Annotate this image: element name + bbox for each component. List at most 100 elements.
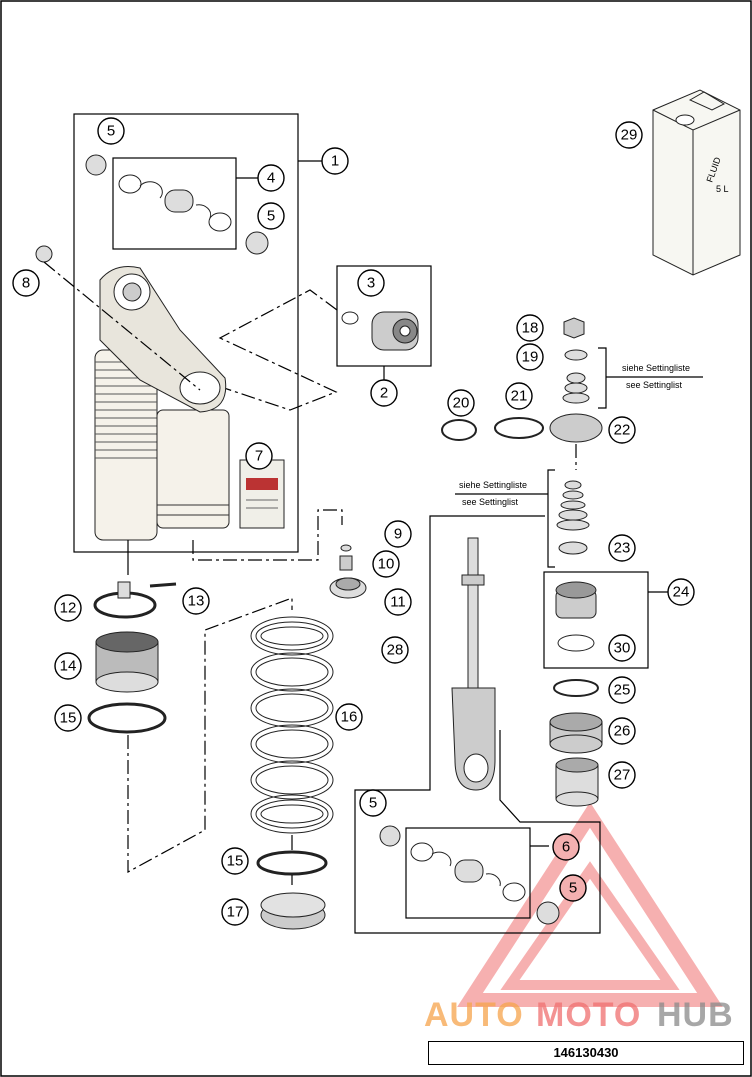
svg-text:16: 16 — [341, 709, 358, 726]
callout-4[interactable]: 4 — [257, 164, 285, 192]
svg-text:2: 2 — [380, 385, 388, 402]
svg-text:15: 15 — [227, 853, 244, 870]
callout-16[interactable]: 16 — [335, 703, 363, 731]
callout-28[interactable]: 28 — [381, 636, 409, 664]
svg-text:20: 20 — [453, 395, 470, 412]
callout-20[interactable]: 20 — [447, 389, 475, 417]
bushing-parts-group-4 — [85, 154, 269, 255]
callout-6[interactable]: 6 — [552, 833, 580, 861]
svg-text:5: 5 — [369, 795, 377, 812]
svg-text:15: 15 — [60, 710, 77, 727]
shock-absorber-body — [94, 266, 230, 541]
callout-12[interactable]: 12 — [54, 594, 82, 622]
svg-text:AUTO: AUTO — [424, 996, 524, 1034]
callout-17[interactable]: 17 — [221, 898, 249, 926]
callout-29[interactable]: 29 — [615, 121, 643, 149]
callout-30[interactable]: 30 — [608, 634, 636, 662]
callout-21[interactable]: 21 — [505, 382, 533, 410]
callout-15a[interactable]: 15 — [54, 704, 82, 732]
callout-22[interactable]: 22 — [608, 416, 636, 444]
svg-text:29: 29 — [621, 127, 638, 144]
callout-11[interactable]: 11 — [384, 588, 412, 616]
valve-parts-9-11 — [329, 544, 367, 599]
callout-5b[interactable]: 5 — [257, 202, 285, 230]
svg-text:22: 22 — [614, 422, 631, 439]
watermark-triangle — [457, 802, 723, 1007]
svg-text:23: 23 — [614, 540, 631, 557]
callout-19[interactable]: 19 — [516, 343, 544, 371]
svg-text:12: 12 — [60, 600, 77, 617]
svg-text:HUB: HUB — [657, 996, 734, 1034]
callout-5d[interactable]: 5 — [559, 874, 587, 902]
bushing-parts-group-6 — [379, 825, 560, 925]
top-out-parts-18-22 — [441, 317, 603, 443]
group-box-1 — [73, 113, 299, 553]
sticker-label — [239, 459, 285, 529]
watermark-text: AUTO MOTO HUB — [424, 996, 734, 1034]
svg-text:MOTO: MOTO — [536, 996, 641, 1034]
callout-15b[interactable]: 15 — [221, 847, 249, 875]
svg-text:7: 7 — [255, 448, 263, 465]
svg-text:26: 26 — [614, 723, 631, 740]
callout-5c[interactable]: 5 — [359, 789, 387, 817]
coil-spring — [255, 621, 329, 829]
svg-text:5: 5 — [107, 123, 115, 140]
svg-text:28: 28 — [387, 642, 404, 659]
svg-text:21: 21 — [511, 388, 528, 405]
callout-10[interactable]: 10 — [372, 550, 400, 578]
adjuster-part-3 — [341, 311, 419, 351]
callout-25[interactable]: 25 — [608, 676, 636, 704]
setting-note-de-2: siehe Settingliste — [459, 480, 527, 490]
callout-18[interactable]: 18 — [516, 314, 544, 342]
group-box-24 — [543, 571, 649, 669]
svg-text:9: 9 — [394, 526, 402, 543]
spring-seat-ring — [256, 850, 328, 876]
svg-text:24: 24 — [673, 584, 690, 601]
callout-2[interactable]: 2 — [370, 379, 398, 407]
drawing-number: 146130430 — [428, 1041, 744, 1065]
svg-text:6: 6 — [562, 839, 570, 856]
setting-note-en-1: see Settinglist — [626, 380, 683, 390]
svg-text:18: 18 — [522, 320, 539, 337]
svg-text:8: 8 — [22, 275, 30, 292]
callout-8[interactable]: 8 — [12, 269, 40, 297]
callout-9[interactable]: 9 — [384, 520, 412, 548]
svg-text:30: 30 — [614, 640, 631, 657]
callout-23[interactable]: 23 — [608, 534, 636, 562]
svg-text:10: 10 — [378, 556, 395, 573]
svg-text:27: 27 — [614, 767, 631, 784]
svg-text:3: 3 — [367, 275, 375, 292]
setting-note-de-1: siehe Settingliste — [622, 363, 690, 373]
callout-13[interactable]: 13 — [182, 587, 210, 615]
callout-26[interactable]: 26 — [608, 717, 636, 745]
svg-text:1: 1 — [331, 153, 339, 170]
callout-7[interactable]: 7 — [245, 442, 273, 470]
part-8-bushing — [35, 245, 53, 263]
svg-text:5: 5 — [569, 880, 577, 897]
piston-assembly — [555, 581, 597, 652]
svg-text:13: 13 — [188, 593, 205, 610]
svg-text:14: 14 — [60, 658, 77, 675]
callout-24[interactable]: 24 — [667, 578, 695, 606]
svg-text:5: 5 — [267, 208, 275, 225]
piston-rod-clevis — [451, 537, 496, 791]
group-box-4 — [112, 157, 237, 250]
spring-retainer — [260, 892, 326, 930]
callout-14[interactable]: 14 — [54, 652, 82, 680]
callout-1[interactable]: 1 — [321, 147, 349, 175]
svg-text:4: 4 — [267, 170, 275, 187]
fluid-canister: FLUID 5 L — [652, 89, 741, 276]
svg-text:25: 25 — [614, 682, 631, 699]
shim-stack — [556, 480, 590, 555]
callout-3[interactable]: 3 — [357, 269, 385, 297]
callout-5a[interactable]: 5 — [97, 117, 125, 145]
svg-text:19: 19 — [522, 349, 539, 366]
callout-27[interactable]: 27 — [608, 761, 636, 789]
seal-head-parts — [549, 679, 603, 807]
svg-text:11: 11 — [390, 594, 406, 611]
svg-text:17: 17 — [227, 904, 244, 921]
group-box-6 — [405, 827, 531, 919]
canister-label-line2: 5 L — [716, 184, 729, 194]
lower-parts-12-15 — [87, 581, 177, 734]
